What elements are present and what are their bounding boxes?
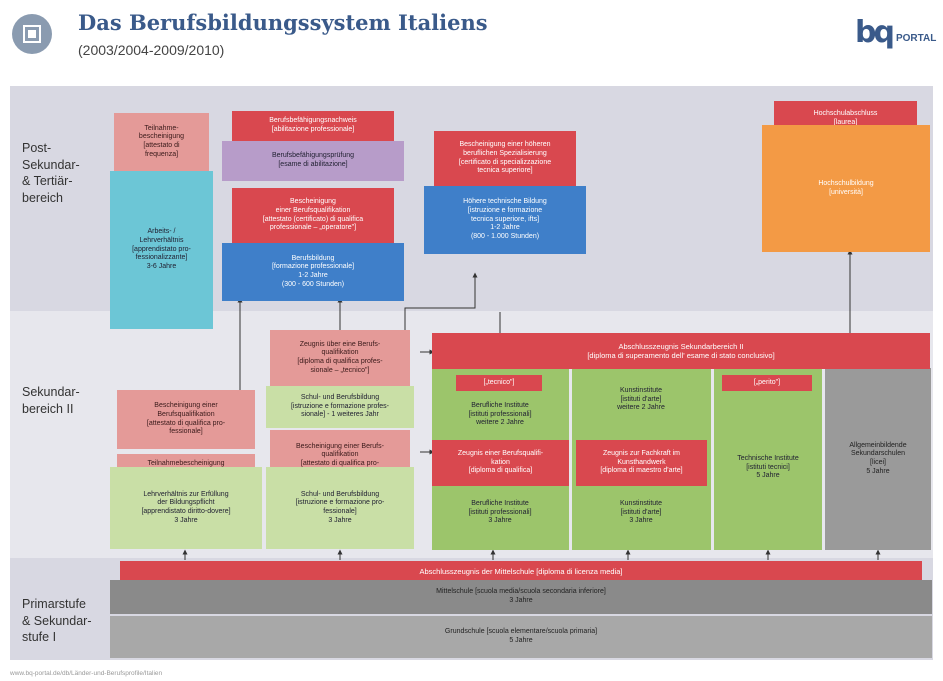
zone-label-post: Post- Sekundar- & Tertiär- bereich bbox=[22, 141, 80, 205]
logo-suffix: PORTAL bbox=[895, 33, 937, 44]
box-berufliche-institute-3: Berufliche Institute [istituti professio… bbox=[468, 499, 532, 525]
tag-perito: [„perito"] bbox=[722, 375, 812, 391]
box-technische-institute: Technische Institute [istituti tecnici] … bbox=[714, 368, 822, 550]
box-mittelschule: Mittelschule [scuola media/scuola second… bbox=[110, 580, 932, 614]
box-zeugnis-berufsqualifikation: Zeugnis einer Berufsqualifi- kation [dip… bbox=[432, 440, 569, 486]
header-icon bbox=[12, 14, 52, 54]
box-lehrverhaeltnis-bildungspflicht: Lehrverhältnis zur Erfüllung der Bildung… bbox=[110, 467, 262, 549]
footer-url: www.bq-portal.de/db/Länder-und-Berufspro… bbox=[10, 670, 163, 677]
box-allgemeinbildende-sekundarschulen: Allgemeinbildende Sekundarschulen [licei… bbox=[825, 368, 931, 550]
logo: bq PORTAL bbox=[855, 18, 936, 48]
box-hoehere-technische-bildung: Höhere technische Bildung [istruzione e … bbox=[424, 186, 586, 254]
box-abschlusszeugnis-sek2: Abschlusszeugnis Sekundarbereich II [dip… bbox=[432, 333, 930, 369]
box-zeugnis-tecnico: Zeugnis über eine Berufs- qualifikation … bbox=[270, 330, 410, 386]
box-hochschulbildung: Hochschulbildung [università] bbox=[762, 125, 930, 252]
box-schul-berufsbildung-3: Schul- und Berufsbildung [istruzione e f… bbox=[266, 467, 414, 549]
box-schul-berufsbildung-weiteres: Schul- und Berufsbildung [istruzione e f… bbox=[266, 386, 414, 428]
box-abschlusszeugnis-mittelschule: Abschlusszeugnis der Mittelschule [diplo… bbox=[120, 561, 922, 582]
box-qualifikation-sek: Bescheinigung einer Berufsqualifikation … bbox=[117, 390, 255, 449]
logo-mark: bq bbox=[855, 15, 895, 50]
tag-tecnico: [„tecnico"] bbox=[456, 375, 542, 391]
box-teilnahme-top: Teilnahme- bescheinigung [attestato di f… bbox=[114, 113, 209, 171]
page-title: Das Berufsbildungssystem Italiens bbox=[78, 10, 488, 35]
box-arbeits-lehrverhaeltnis: Arbeits- / Lehrverhältnis [apprendistato… bbox=[110, 171, 213, 329]
box-berufsbefaehigungspruefung: Berufsbefähigungsprüfung [esame di abili… bbox=[222, 141, 404, 181]
box-kunstinstitute-3: Kunstinstitute [istituti d'arte] 3 Jahre bbox=[619, 499, 663, 525]
box-kunstinstitute-weitere: Kunstinstitute [istituti d'arte] weitere… bbox=[617, 386, 665, 412]
box-berufsbildung-post: Berufsbildung [formazione professionale]… bbox=[222, 243, 404, 301]
zone-label-primar: Primarstufe & Sekundar- stufe I bbox=[22, 597, 92, 644]
box-qualifikation-post: Bescheinigung einer Berufsqualifikation … bbox=[232, 188, 394, 243]
box-berufsbefaehigungsnachweis: Berufsbefähigungsnachweis [abilitazione … bbox=[232, 111, 394, 141]
box-zeugnis-fachkraft: Zeugnis zur Fachkraft im Kunsthandwerk [… bbox=[576, 440, 707, 486]
box-grundschule: Grundschule [scuola elementare/scuola pr… bbox=[110, 616, 932, 658]
zone-label-sek2: Sekundar- bereich II bbox=[22, 385, 80, 416]
page-subtitle: (2003/2004-2009/2010) bbox=[78, 42, 225, 58]
box-spezialisierung: Bescheinigung einer höheren beruflichen … bbox=[434, 131, 576, 186]
box-berufliche-institute-weitere: Berufliche Institute [istituti professio… bbox=[468, 401, 532, 427]
